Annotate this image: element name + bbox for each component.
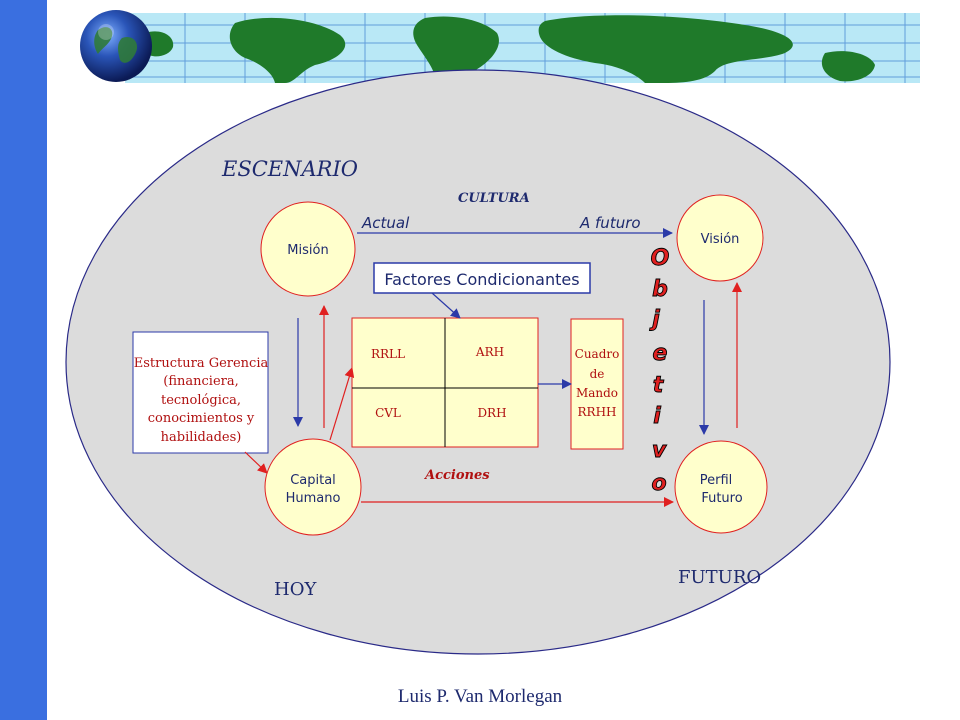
vision-node [676,194,764,282]
estructura-line-2: (financiera, [163,374,238,389]
perfil-line-1: Perfil [700,473,733,488]
mision-node [260,201,356,297]
capital-humano-node [264,438,362,536]
objetivo-letter: O [651,246,670,271]
factores-label: Factores Condicionantes [384,270,579,289]
capital-line-2: Humano [286,491,341,506]
arrow-estructura-to-capital [244,451,268,474]
cuadro-line-3: Mando [576,386,618,400]
matrix-drh: DRH [477,406,506,420]
arrow-factores-to-matrix [431,292,461,319]
estructura-line-4: conocimientos y [148,411,255,426]
perfil-futuro-node [674,440,768,534]
mision-label: Misión [287,243,328,258]
left-accent-bar [0,0,47,720]
culture-label: CULTURA [458,191,530,206]
cuadro-mando-box [570,318,624,450]
matrix-arh: ARH [475,345,504,359]
futuro-label: FUTURO [678,567,761,588]
globe-icon [78,8,154,84]
estructura-line-3: tecnológica, [161,393,241,408]
a-futuro-label: A futuro [579,214,641,232]
factores-box [373,262,591,294]
objetivo-vertical-label: O b j e t i v o [649,246,670,497]
scenario-label: ESCENARIO [221,157,358,181]
matrix-rrll: RRLL [371,347,405,361]
cuadro-line-2: de [590,367,605,381]
estructura-line-5: habilidades) [161,430,242,445]
acciones-label: Acciones [423,468,490,483]
objetivo-letter: t [653,373,665,398]
arrow-capital-to-matrix [329,367,355,441]
capital-line-1: Capital [290,473,336,488]
matrix-cvl: CVL [375,406,401,420]
hoy-label: HOY [274,579,317,600]
objetivo-letter: v [652,438,667,463]
world-map-banner [125,13,920,83]
objetivo-letter: o [651,471,666,496]
objetivo-letter: b [652,277,668,302]
perfil-line-2: Futuro [701,491,742,506]
estructura-line-1: Estructura Gerencia [134,356,269,371]
objetivo-letter: i [653,404,661,429]
estructura-box [132,331,269,454]
cuadro-line-4: RRHH [578,405,617,419]
cuadro-line-1: Cuadro [575,347,620,361]
actual-label: Actual [361,214,410,232]
objetivo-letter: j [649,307,660,332]
objetivo-letter: e [653,341,668,366]
vision-label: Visión [701,232,740,247]
footer-author: Luis P. Van Morlegan [397,686,563,707]
